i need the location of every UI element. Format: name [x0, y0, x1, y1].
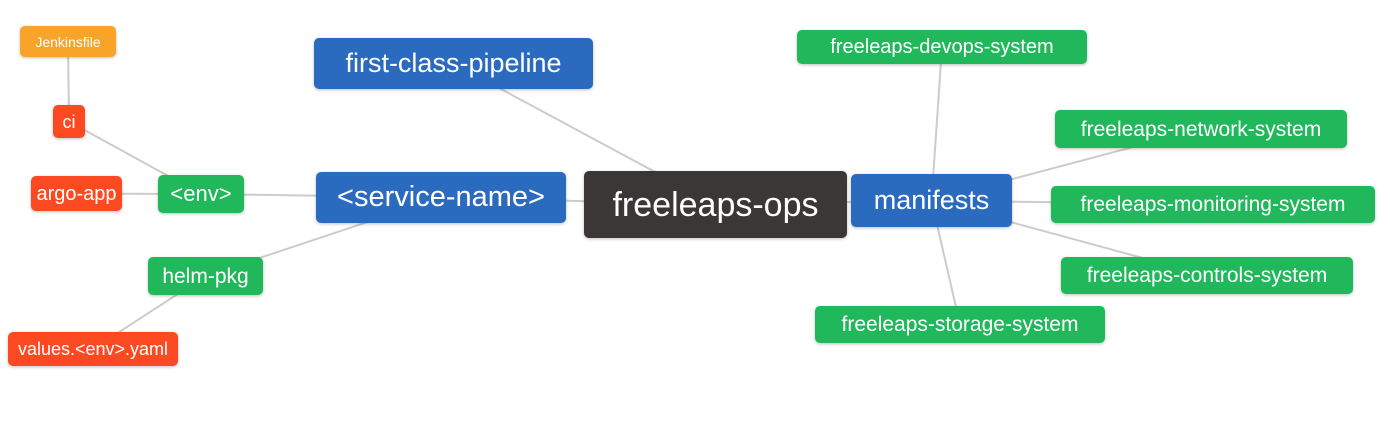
node-label: values.<env>.yaml — [17, 339, 169, 359]
node-label: freeleaps-devops-system — [830, 36, 1054, 58]
node-service-name[interactable]: <service-name> — [316, 172, 566, 223]
node-freeleaps-monitoring-system[interactable]: freeleaps-monitoring-system — [1051, 186, 1375, 223]
node-label: Jenkinsfile — [35, 33, 101, 50]
node-manifests[interactable]: manifests — [851, 174, 1012, 227]
node-freeleaps-storage-system[interactable]: freeleaps-storage-system — [815, 306, 1105, 343]
node-freeleaps-network-system[interactable]: freeleaps-network-system — [1055, 110, 1347, 148]
node-env[interactable]: <env> — [158, 175, 244, 213]
node-freeleaps-ops[interactable]: freeleaps-ops — [584, 171, 847, 238]
node-label: argo-app — [36, 182, 117, 205]
node-freeleaps-controls-system[interactable]: freeleaps-controls-system — [1061, 257, 1353, 294]
node-label: freeleaps-ops — [612, 185, 819, 224]
node-helm-pkg[interactable]: helm-pkg — [148, 257, 263, 295]
node-label: helm-pkg — [162, 264, 249, 288]
node-ci[interactable]: ci — [53, 105, 85, 138]
node-label: freeleaps-network-system — [1080, 117, 1322, 141]
node-values-env-yaml[interactable]: values.<env>.yaml — [8, 332, 178, 366]
node-label: freeleaps-storage-system — [841, 313, 1079, 336]
node-label: manifests — [873, 185, 990, 215]
node-label: freeleaps-monitoring-system — [1080, 193, 1346, 216]
node-label: first-class-pipeline — [345, 48, 562, 78]
node-label: <env> — [170, 181, 232, 206]
node-label: <service-name> — [337, 181, 545, 213]
node-jenkinsfile[interactable]: Jenkinsfile — [20, 26, 116, 57]
node-argo-app[interactable]: argo-app — [31, 176, 122, 211]
node-freeleaps-devops-system[interactable]: freeleaps-devops-system — [797, 30, 1087, 64]
node-label: freeleaps-controls-system — [1086, 264, 1328, 287]
node-label: ci — [62, 111, 76, 132]
node-first-class-pipeline[interactable]: first-class-pipeline — [314, 38, 593, 89]
